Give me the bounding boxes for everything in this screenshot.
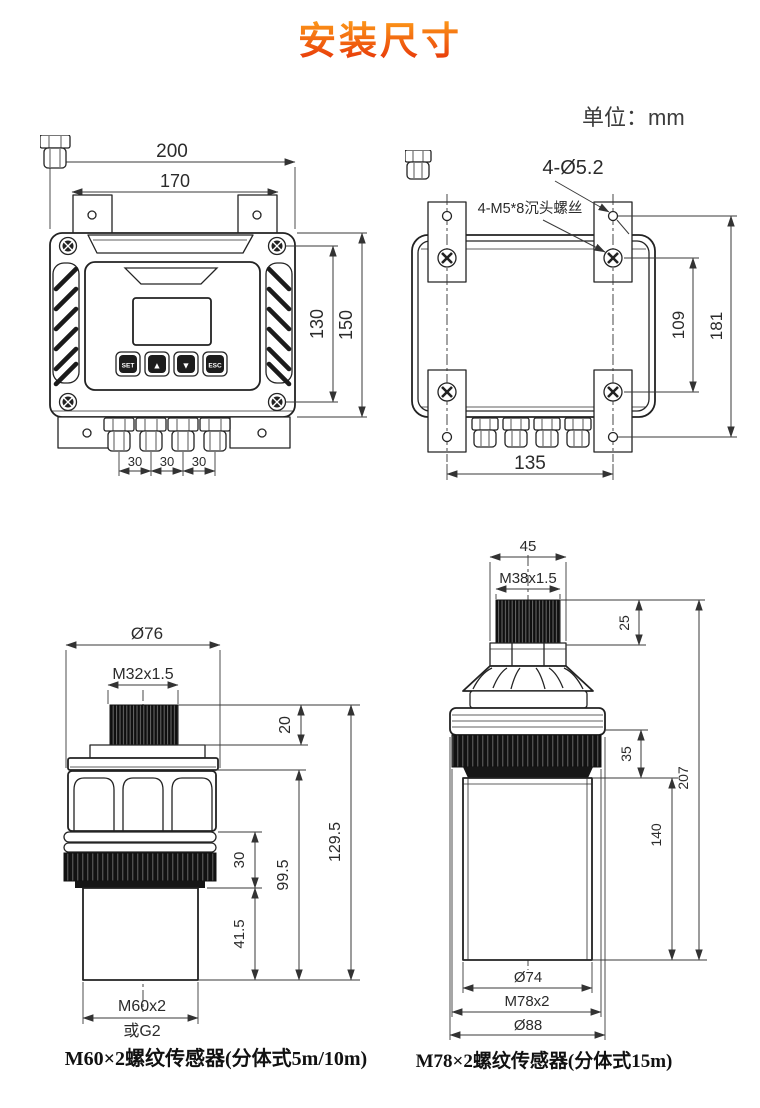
dim-dia76: Ø76	[131, 624, 163, 643]
front-top-mounting-tabs	[72, 194, 278, 236]
m60-ring-lip	[75, 881, 205, 888]
dim-30-a: 30	[128, 454, 142, 469]
m60-hex-nut	[67, 770, 217, 832]
dim-109: 109	[669, 311, 688, 339]
front-panel: SET ▲ ▼ ESC	[84, 261, 261, 391]
up-arrow-icon: ▲	[153, 361, 162, 371]
dim-30-b: 30	[160, 454, 174, 469]
m78-ring-lip	[463, 767, 593, 778]
set-button: SET	[115, 351, 141, 377]
gland-spacing-dimensions: 30 30 30	[118, 452, 216, 476]
left-vent-grille	[52, 262, 80, 387]
panel-top-trim	[123, 267, 219, 285]
dim-135: 135	[514, 453, 546, 474]
back-width-dimension: 135	[446, 453, 614, 480]
m60-cylinder-body	[82, 887, 199, 981]
down-button: ▼	[173, 351, 199, 377]
front-top-dimensions: 200 170	[49, 141, 296, 229]
dim-20: 20	[277, 716, 294, 734]
dim-m38: M38x1.5	[499, 570, 557, 587]
front-height-dimensions: 130 150	[286, 232, 367, 418]
m60-right-dimensions: 20 30 41.5 99.5 129.5	[178, 704, 360, 981]
m78-cap	[449, 707, 606, 736]
hole-callout: 4-Ø5.2	[542, 157, 630, 235]
dim-m32: M32x1.5	[112, 666, 173, 683]
dim-200: 200	[156, 141, 188, 162]
esc-button: ESC	[202, 351, 228, 377]
controller-back-view: 4-Ø5.2 4-M5*8沉头螺丝 109 181 135	[405, 150, 737, 480]
sensor-m78-drawing: 45 M38x1.5	[449, 538, 707, 1040]
m78-body	[449, 599, 606, 961]
dim-or-g2: 或G2	[123, 1022, 160, 1040]
dim-45: 45	[520, 538, 537, 555]
screw-callout: 4-M5*8沉头螺丝	[478, 200, 606, 253]
dim-m78x2: M78x2	[504, 993, 549, 1010]
dim-25: 25	[616, 615, 632, 631]
front-enclosure-body	[49, 232, 296, 418]
dim-150: 150	[336, 310, 356, 340]
dim-129-5: 129.5	[327, 822, 344, 862]
dim-170: 170	[160, 171, 190, 191]
dim-30: 30	[231, 852, 248, 869]
m60-sensor-caption: M60×2螺纹传感器(分体式5m/10m)	[64, 1048, 368, 1070]
front-bottom-mounting-tabs	[57, 416, 291, 449]
back-cable-gland-icon	[405, 150, 432, 180]
m78-bottom-dimensions: Ø74 M78x2 Ø88	[449, 737, 606, 1040]
page-title: 安装尺寸	[0, 10, 760, 65]
up-button: ▲	[144, 351, 170, 377]
esc-button-label: ESC	[208, 363, 222, 370]
dim-140: 140	[648, 823, 664, 847]
m78-thread-stub	[495, 599, 561, 644]
bracket-holes	[441, 210, 619, 443]
m60-top-dimensions: Ø76 M32x1.5	[65, 624, 221, 768]
dim-99-5: 99.5	[275, 859, 292, 890]
set-button-label: SET	[122, 363, 135, 370]
dim-130: 130	[307, 309, 327, 339]
m60-bottom-dimensions: M60x2 或G2	[82, 982, 199, 1040]
dim-dia88: Ø88	[514, 1017, 542, 1034]
dim-30-c: 30	[192, 454, 206, 469]
m78-flared-cone	[462, 665, 594, 692]
m78-right-dimensions: 25 35 140 207	[560, 599, 707, 961]
unit-label: 单位：mm	[582, 105, 685, 130]
m78-sensor-caption: M78×2螺纹传感器(分体式15m)	[415, 1051, 673, 1072]
cable-gland-icon	[40, 135, 71, 169]
dim-m60x2: M60x2	[118, 998, 166, 1015]
m60-knurled-ring	[63, 852, 217, 882]
dim-181: 181	[707, 312, 726, 340]
m60-body	[63, 704, 219, 981]
label-4-holes: 4-Ø5.2	[542, 157, 603, 179]
dim-35: 35	[618, 746, 634, 762]
m78-knurled-ring	[451, 734, 602, 768]
dim-dia74: Ø74	[514, 969, 542, 986]
dim-41-5: 41.5	[231, 919, 248, 948]
m78-cylinder-body	[462, 777, 593, 961]
m60-thread-stub	[109, 704, 179, 746]
controller-front-view: 200 170	[40, 135, 367, 476]
back-height-dimensions: 109 181	[618, 215, 737, 438]
down-arrow-icon: ▼	[182, 361, 191, 371]
dim-207: 207	[675, 766, 691, 790]
label-4-screws: 4-M5*8沉头螺丝	[478, 200, 583, 217]
m78-top-dimensions: 45 M38x1.5	[489, 538, 567, 641]
sensor-m60-drawing: Ø76 M32x1.5 20 30 41.5 99.5 129.5	[63, 624, 360, 1040]
right-vent-grille	[265, 262, 293, 387]
lcd-display	[132, 297, 212, 346]
